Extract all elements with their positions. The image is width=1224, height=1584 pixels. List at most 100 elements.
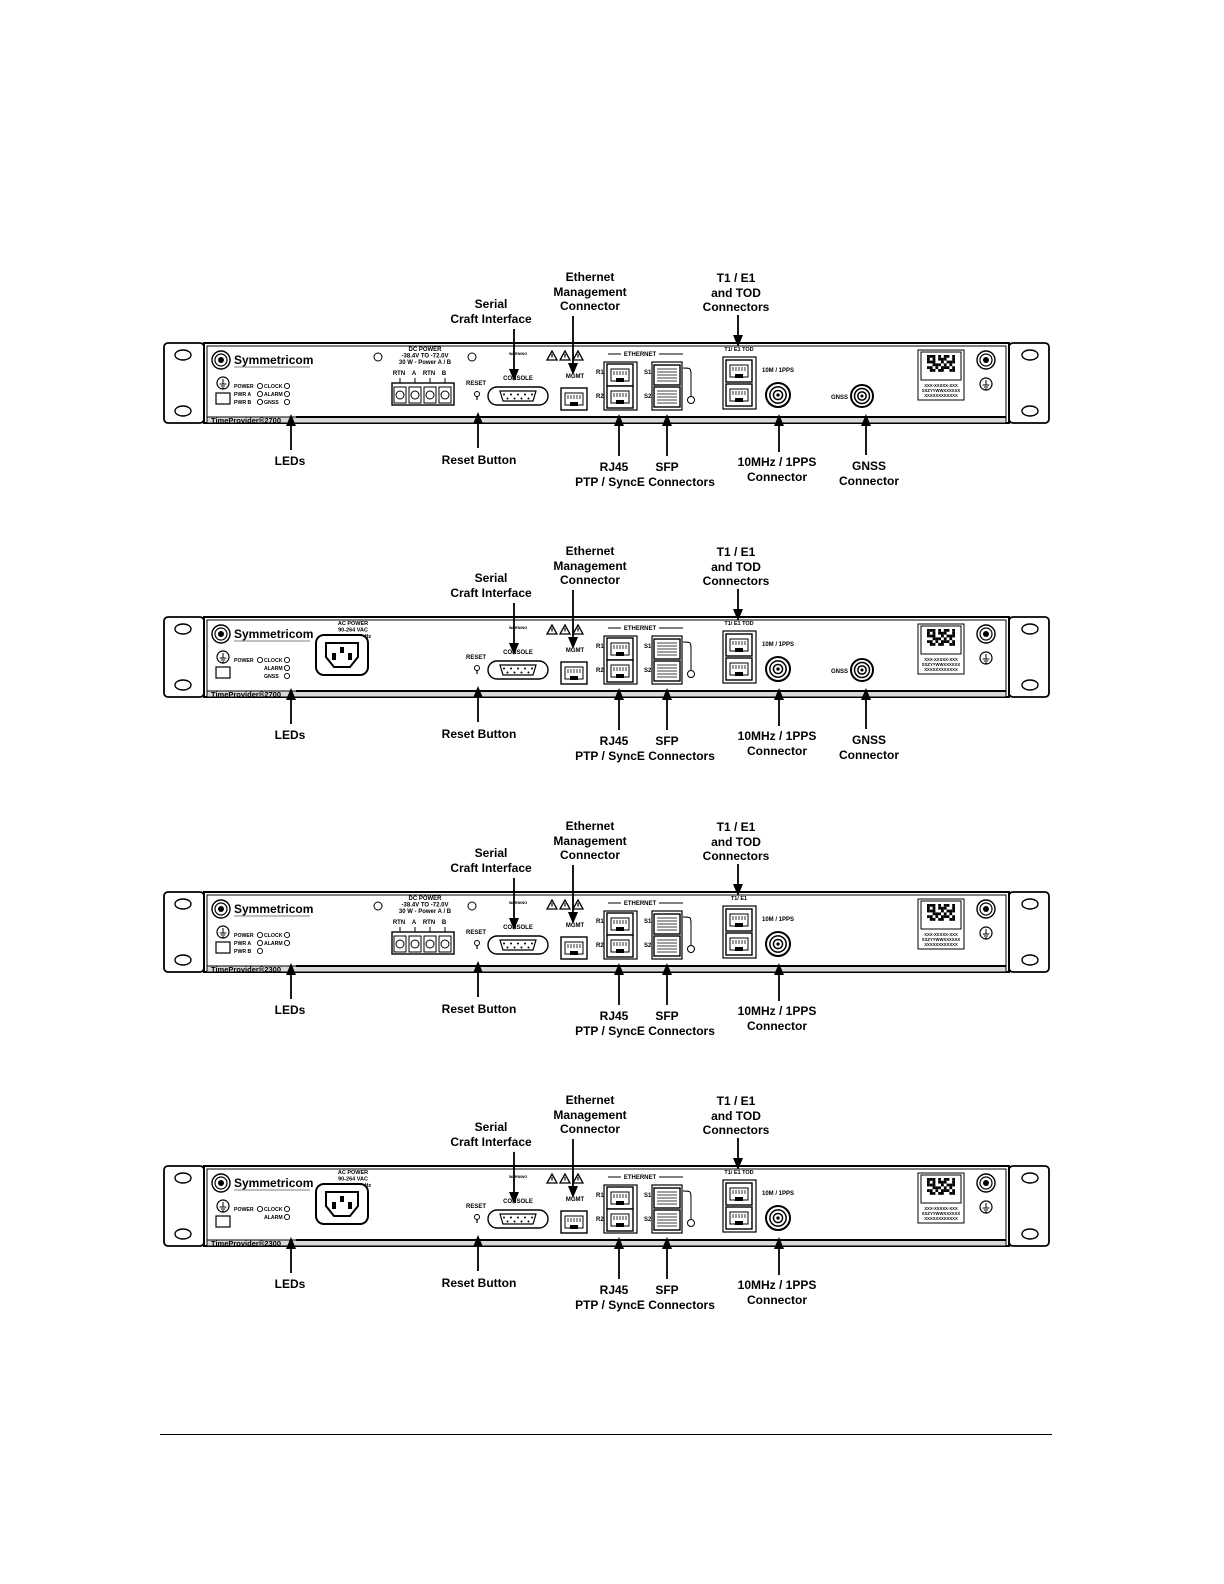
panel-button [215,941,231,954]
callout-line: and TOD [711,834,761,849]
t1e1-tod-group: T1/ E1 TOD [722,347,757,410]
sfp-port-s2 [653,935,681,957]
mgmt-label: MGMT [566,374,585,380]
arrow-up-icon [614,414,624,456]
mounting-hole-icon [1021,623,1039,635]
callout-leds: LEDs [275,1003,306,1018]
label-serial: XXX-XXXXX-XXX [924,383,958,388]
callout-line: Serial [474,846,508,860]
reset-label: RESET [466,930,486,936]
t1e1-port-1 [725,908,753,932]
left-knob-icon [211,350,231,370]
sfp-port-s2 [653,386,681,408]
led-icon [283,398,291,406]
t1e1-port-2 [725,383,753,407]
led-label: CLOCK [264,1207,283,1213]
callout-line: Ethernet [565,819,615,833]
qr-code-icon [920,625,962,655]
t1e1-tod-group: T1/ E1 TOD [722,621,757,684]
label-code: SSZYYWWXXXXXX [922,1211,961,1216]
t1e1-port-1 [725,1182,753,1206]
callout-leds: LEDs [275,454,306,469]
callout-line: PTP / SyncE Connectors [575,749,715,763]
tod-label: T1/ E1 TOD [724,1170,753,1176]
rj45-port-r2 [606,934,634,958]
right-knob-icon [976,1173,996,1193]
label-serial: XXX-XXXXX-XXX [924,1206,958,1211]
arrow-up-icon [473,412,483,448]
t1e1-tod-group: T1/ E1 [722,896,757,959]
callout-line: RJ45 [599,460,629,474]
led-label: ALARM [264,666,283,672]
callout-rj45: RJ45 [600,1283,629,1298]
tod-label: T1/ E1 [731,896,747,902]
callout-sfp: SFP [655,1283,678,1298]
console-label: CONSOLE [503,650,533,656]
callout-line: Management [553,833,627,848]
warning-triangle-icon [545,898,559,910]
model-label: TimeProvider®2700 [211,416,281,424]
arrow-up-icon [662,688,672,730]
mounting-hole-icon [1021,349,1039,361]
label-code2: XXXXXXXXXXXX [924,393,958,398]
warning-triangle-icon [545,623,559,635]
ac-inlet [315,1183,369,1225]
arrow-up-icon [509,329,519,381]
callout-line: Craft Interface [450,311,532,326]
label-code: SSZYYWWXXXXXX [922,937,961,942]
led-icon [256,382,264,390]
arrow-up-icon [733,589,743,621]
rj45-port-r1 [606,637,634,661]
arrow-up-icon [662,963,672,1005]
callout-line: 10MHz / 1PPS [737,729,817,743]
reset-button: RESET [466,930,486,949]
callout-line: Connectors [702,849,770,863]
arrow-up-icon [662,1237,672,1279]
s1-label: S1 [644,919,652,925]
callout-line: SFP [655,1009,679,1023]
sfp-port-s1 [653,638,681,660]
ground-icon [979,926,993,940]
s2-label: S2 [644,1217,652,1223]
warning-text: WARNING [509,901,527,905]
reset-button: RESET [466,381,486,400]
mgmt-label: MGMT [566,923,585,929]
sfp-port-s2 [653,1209,681,1231]
led-label: POWER [234,384,254,390]
led-label: CLOCK [264,658,283,664]
arrow-up-icon [286,688,296,724]
rack-ears [163,616,1050,698]
qr-code-icon [920,1174,962,1204]
model-label: TimeProvider®2300 [211,1239,281,1247]
callout-reset: Reset Button [442,727,517,742]
s1-label: S1 [644,370,652,376]
r2-label: R2 [596,943,604,949]
power-rating: 90-264 VAC [338,1177,368,1183]
gnss-label: GNSS [831,395,848,401]
warning-triangle-icon [545,1172,559,1184]
mgmt-label: MGMT [566,1197,585,1203]
sfp-port-s1 [653,913,681,935]
s2-label: S2 [644,943,652,949]
mounting-hole-icon [1021,1228,1039,1240]
callout-line: SFP [655,460,679,474]
callout-ptp: PTP / SyncE Connectors [575,1298,715,1313]
warning-triangle-icon [545,349,559,361]
callout-line: Connector [746,1292,807,1307]
warning-triangle-icon [571,898,585,910]
r1-label: R1 [596,644,604,650]
